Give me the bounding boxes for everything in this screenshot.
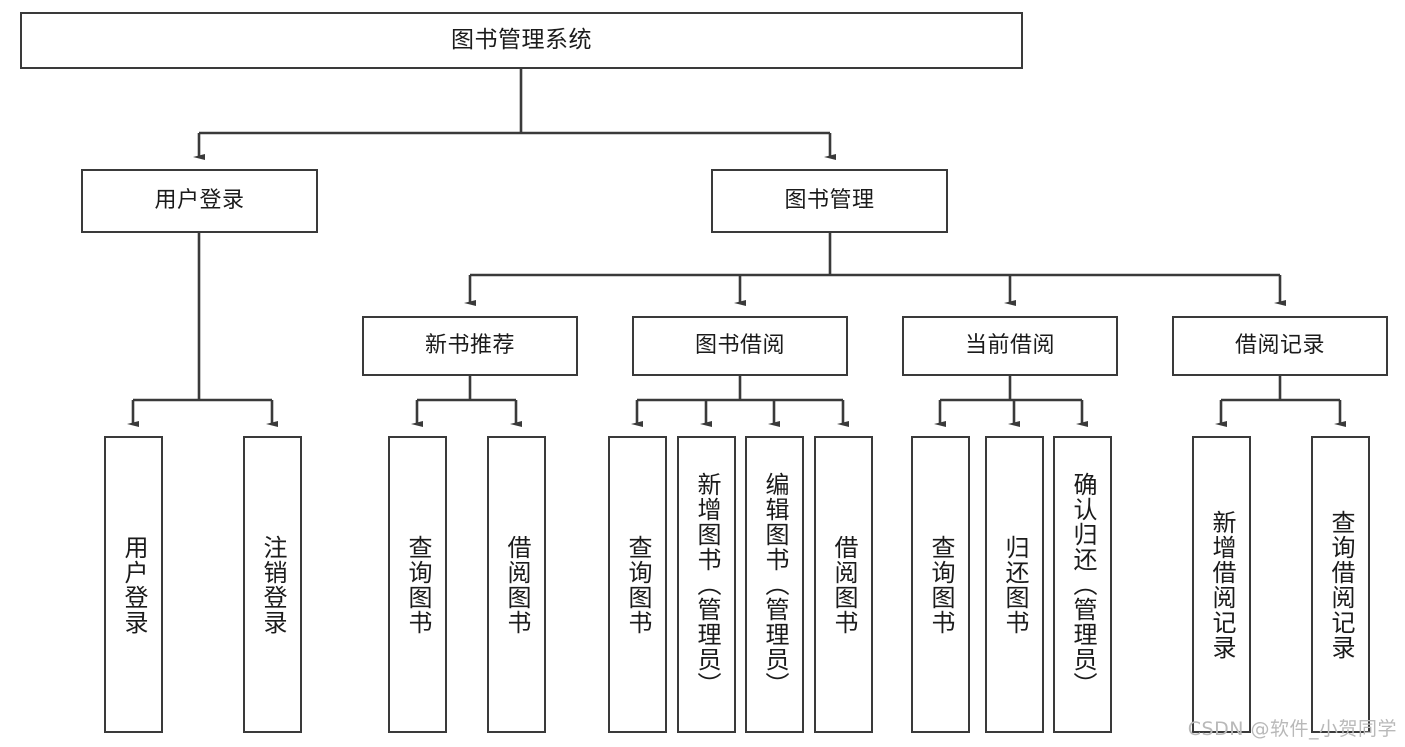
node-user-login-label: 用户登录 [154,188,245,214]
leaf-borrow-book-2[interactable]: 借阅图书 [814,436,873,733]
leaf-query-book-1[interactable]: 查询图书 [388,436,447,733]
node-book-borrow[interactable]: 图书借阅 [632,316,848,376]
leaf-edit-book-label: 编辑图书（管理员） [760,472,789,697]
leaf-add-record[interactable]: 新增借阅记录 [1192,436,1251,733]
leaf-return-book[interactable]: 归还图书 [985,436,1044,733]
leaf-query-book-1-label: 查询图书 [403,534,432,635]
leaf-add-book-label: 新增图书（管理员） [692,472,721,697]
node-new-book-rec-label: 新书推荐 [424,333,515,359]
leaf-user-login[interactable]: 用户登录 [104,436,163,733]
leaf-add-record-label: 新增借阅记录 [1207,509,1236,660]
leaf-confirm-return-label: 确认归还（管理员） [1068,472,1097,697]
node-borrow-record[interactable]: 借阅记录 [1172,316,1388,376]
node-current-borrow-label: 当前借阅 [964,333,1055,359]
watermark: CSDN @软件_小贺同学 [1187,718,1397,740]
leaf-confirm-return[interactable]: 确认归还（管理员） [1053,436,1112,733]
leaf-query-book-3[interactable]: 查询图书 [911,436,970,733]
leaf-add-book[interactable]: 新增图书（管理员） [677,436,736,733]
leaf-borrow-book-1-label: 借阅图书 [502,534,531,635]
node-book-manage[interactable]: 图书管理 [711,169,948,233]
leaf-edit-book[interactable]: 编辑图书（管理员） [745,436,804,733]
node-new-book-rec[interactable]: 新书推荐 [362,316,578,376]
node-book-manage-label: 图书管理 [784,188,875,214]
leaf-query-record[interactable]: 查询借阅记录 [1311,436,1370,733]
leaf-query-book-2-label: 查询图书 [623,534,652,635]
leaf-query-book-2[interactable]: 查询图书 [608,436,667,733]
leaf-return-book-label: 归还图书 [1000,534,1029,635]
leaf-user-logout[interactable]: 注销登录 [243,436,302,733]
node-current-borrow[interactable]: 当前借阅 [902,316,1118,376]
node-user-login[interactable]: 用户登录 [81,169,318,233]
node-root-label: 图书管理系统 [451,26,592,53]
node-borrow-record-label: 借阅记录 [1234,333,1325,359]
node-book-borrow-label: 图书借阅 [694,333,785,359]
leaf-query-record-label: 查询借阅记录 [1326,509,1355,660]
leaf-query-book-3-label: 查询图书 [926,534,955,635]
node-root[interactable]: 图书管理系统 [20,12,1023,69]
leaf-user-login-label: 用户登录 [119,534,148,635]
leaf-borrow-book-2-label: 借阅图书 [829,534,858,635]
leaf-user-logout-label: 注销登录 [258,534,287,635]
leaf-borrow-book-1[interactable]: 借阅图书 [487,436,546,733]
